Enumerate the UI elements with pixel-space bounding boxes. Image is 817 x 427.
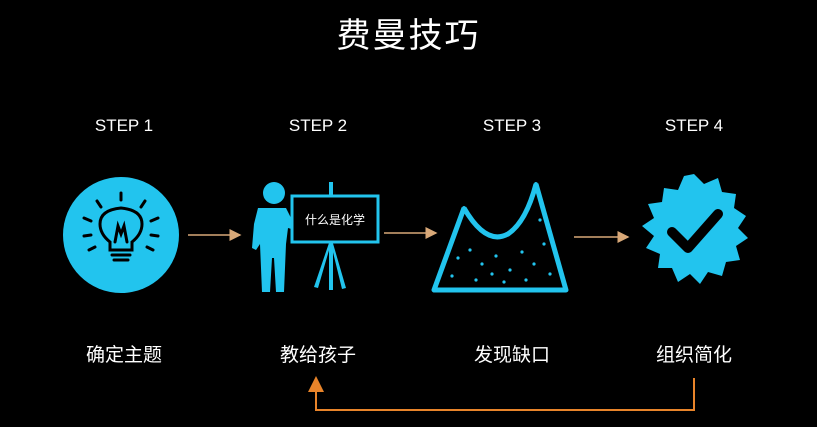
board-text: 什么是化学 (305, 212, 365, 227)
step-4-caption: 组织简化 (655, 344, 732, 366)
step-2-label: STEP 2 (288, 116, 348, 135)
step-1-label: STEP 1 (94, 116, 154, 135)
step-1-caption: 确定主题 (85, 344, 162, 366)
page-title: 费曼技巧 (336, 16, 481, 56)
step-3-label: STEP 3 (482, 116, 542, 135)
step-4-label: STEP 4 (664, 116, 724, 135)
mountain-gap-icon (431, 182, 569, 293)
lightbulb-icon (63, 177, 179, 293)
teacher-board-icon: 什么是化学 (252, 182, 380, 292)
step-3-caption: 发现缺口 (473, 344, 550, 366)
loop-back-arrow (308, 376, 695, 411)
verified-badge-icon (642, 174, 748, 284)
step-2-caption: 教给孩子 (279, 344, 356, 366)
